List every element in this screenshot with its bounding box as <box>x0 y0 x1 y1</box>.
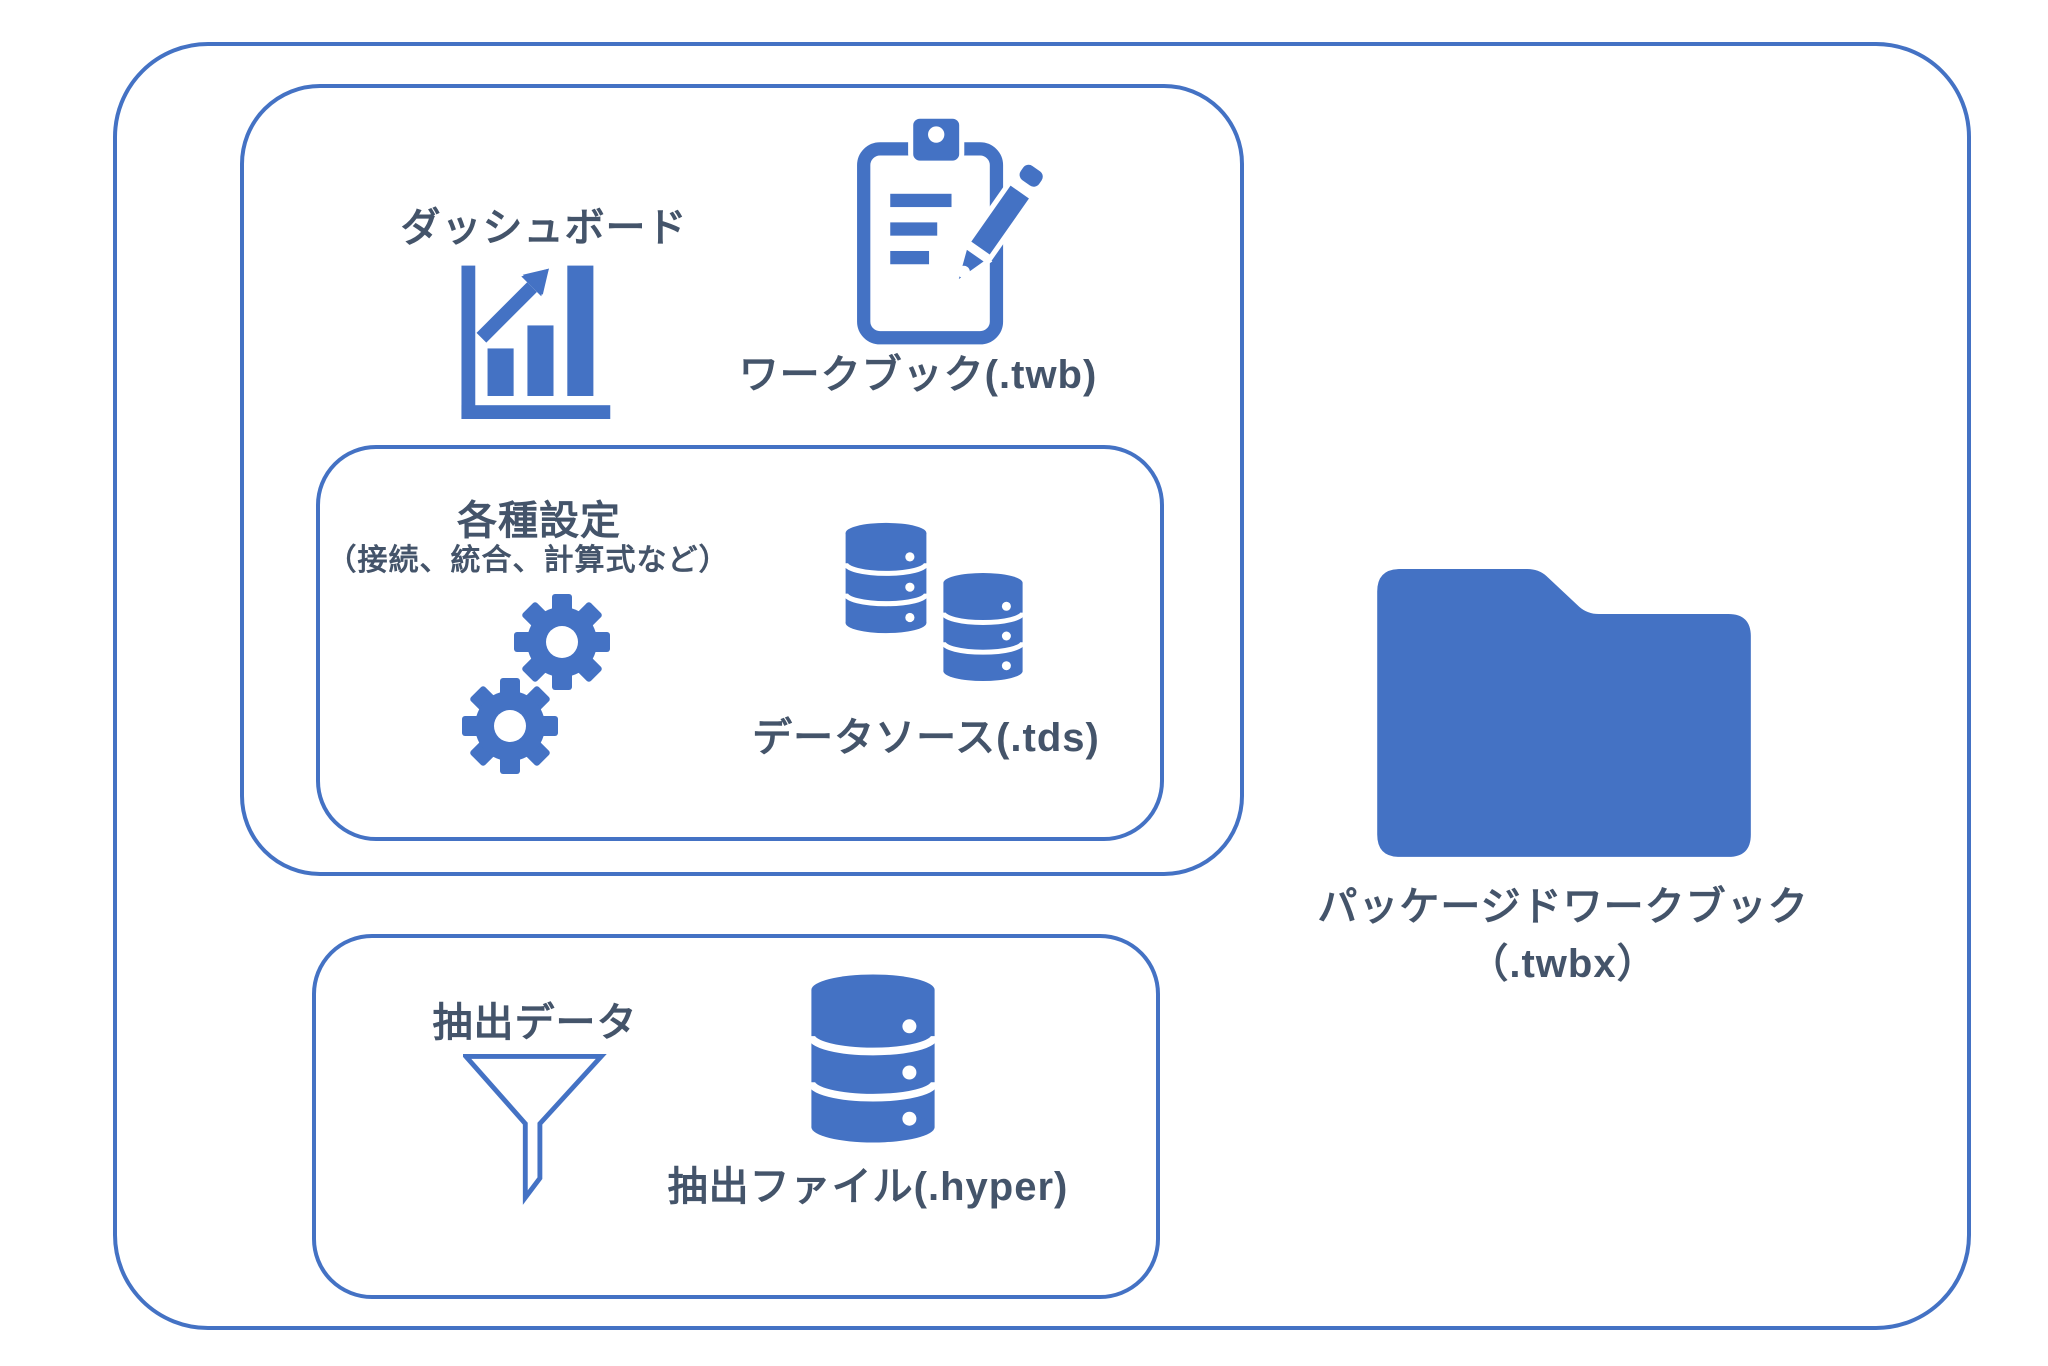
packaged-workbook-label: パッケージドワークブック （.twbx） <box>1213 879 1913 993</box>
packaged-workbook-label-line2: （.twbx） <box>1468 942 1658 986</box>
funnel-icon <box>463 1054 607 1205</box>
workbook-group: ダッシュボード <box>240 84 1244 876</box>
settings-title: 各種設定 <box>457 499 621 543</box>
extract-group: 抽出データ 抽出ファイル(.hyper) <box>312 934 1160 1299</box>
extract-file-label: 抽出ファイル(.hyper) <box>667 1165 1069 1209</box>
bar-chart-arrow-icon <box>461 265 611 419</box>
gears-icon <box>462 594 610 774</box>
database-stack-icon <box>843 522 929 634</box>
database-stack-icon <box>940 573 1026 681</box>
workbook-label: ワークブック(.twb) <box>738 353 1098 397</box>
clipboard-pencil-icon <box>857 113 1048 345</box>
packaged-workbook-label-line1: パッケージドワークブック <box>1317 885 1809 929</box>
database-icon <box>807 974 939 1143</box>
settings-group: 各種設定 （接続、統合、計算式など） <box>316 445 1164 841</box>
folder-icon <box>1377 569 1751 857</box>
extract-label: 抽出データ <box>432 1001 638 1045</box>
packaged-workbook-container: ダッシュボード <box>113 42 1971 1330</box>
settings-subtitle: （接続、統合、計算式など） <box>326 544 730 577</box>
datasource-label: データソース(.tds) <box>752 716 1100 760</box>
dashboard-label: ダッシュボード <box>400 206 688 250</box>
